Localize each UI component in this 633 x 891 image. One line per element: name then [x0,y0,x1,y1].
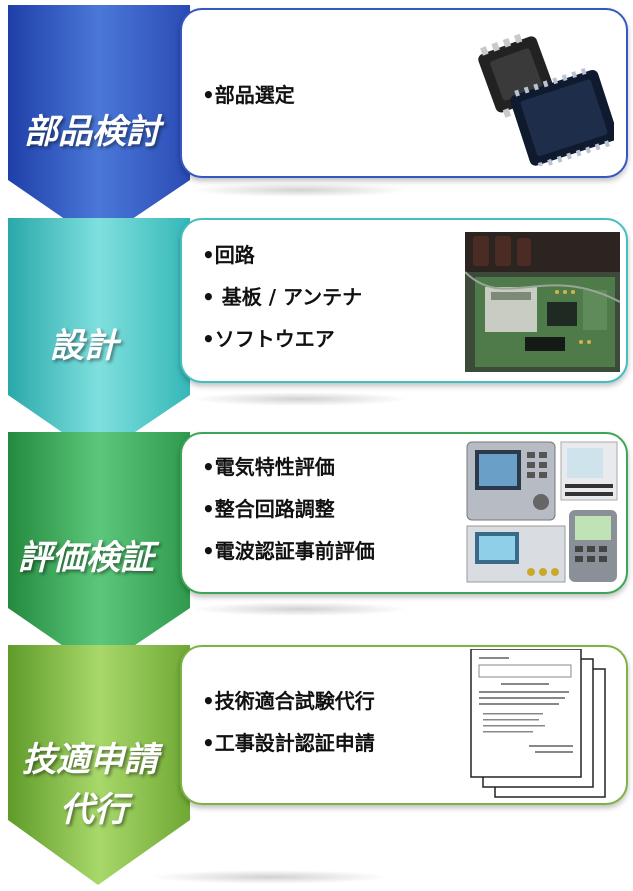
card-shadow [190,602,410,616]
chevron-stage-4 [8,645,190,885]
chevron-stage-2 [8,218,190,457]
stage-1-label: 部品検討 [24,112,160,152]
test-instruments-icon [466,441,618,583]
stage-3-items: •電気特性評価 •整合回路調整 •電波認証事前評価 [202,446,375,572]
stage-4-label: 技適申請 代行 [22,735,158,835]
stage-3-label: 評価検証 [18,538,154,578]
stage-card-4: •技術適合試験代行 •工事設計認証申請 [180,645,628,805]
ic-chip-icon [478,33,614,166]
stage-2-item: •回路 [202,243,255,267]
card-shadow [190,392,410,406]
stage-card-3: •電気特性評価 •整合回路調整 •電波認証事前評価 [180,432,628,594]
chevron-stage-1 [8,5,190,242]
stage-3-item: •整合回路調整 [202,497,335,521]
stage-card-2: •回路 • 基板 / アンテナ •ソフトウエア [180,218,628,383]
stage-2-label: 設計 [50,326,118,366]
stage-4-label-line-1: 技適申請 [22,740,158,780]
stage-2-item: •ソフトウエア [202,327,335,351]
stage-4-item: •技術適合試験代行 [202,689,375,713]
stage-card-1: •部品選定 [180,8,628,178]
stage-4-item: •工事設計認証申請 [202,731,375,755]
document-stack-icon [470,649,606,798]
stage-1-item: •部品選定 [202,83,295,107]
stage-4-items: •技術適合試験代行 •工事設計認証申請 [202,680,375,764]
stage-3-item: •電波認証事前評価 [202,539,375,563]
card-shadow [150,870,390,884]
card-shadow [190,183,410,197]
stage-4-label-line-2: 代行 [60,790,128,830]
stage-3-item: •電気特性評価 [202,455,335,479]
stage-1-items: •部品選定 [202,74,295,116]
stage-2-item: • 基板 / アンテナ [202,285,363,309]
stage-2-items: •回路 • 基板 / アンテナ •ソフトウエア [202,234,362,360]
circuit-board-photo [465,232,620,372]
chevron-stage-3 [8,432,190,670]
